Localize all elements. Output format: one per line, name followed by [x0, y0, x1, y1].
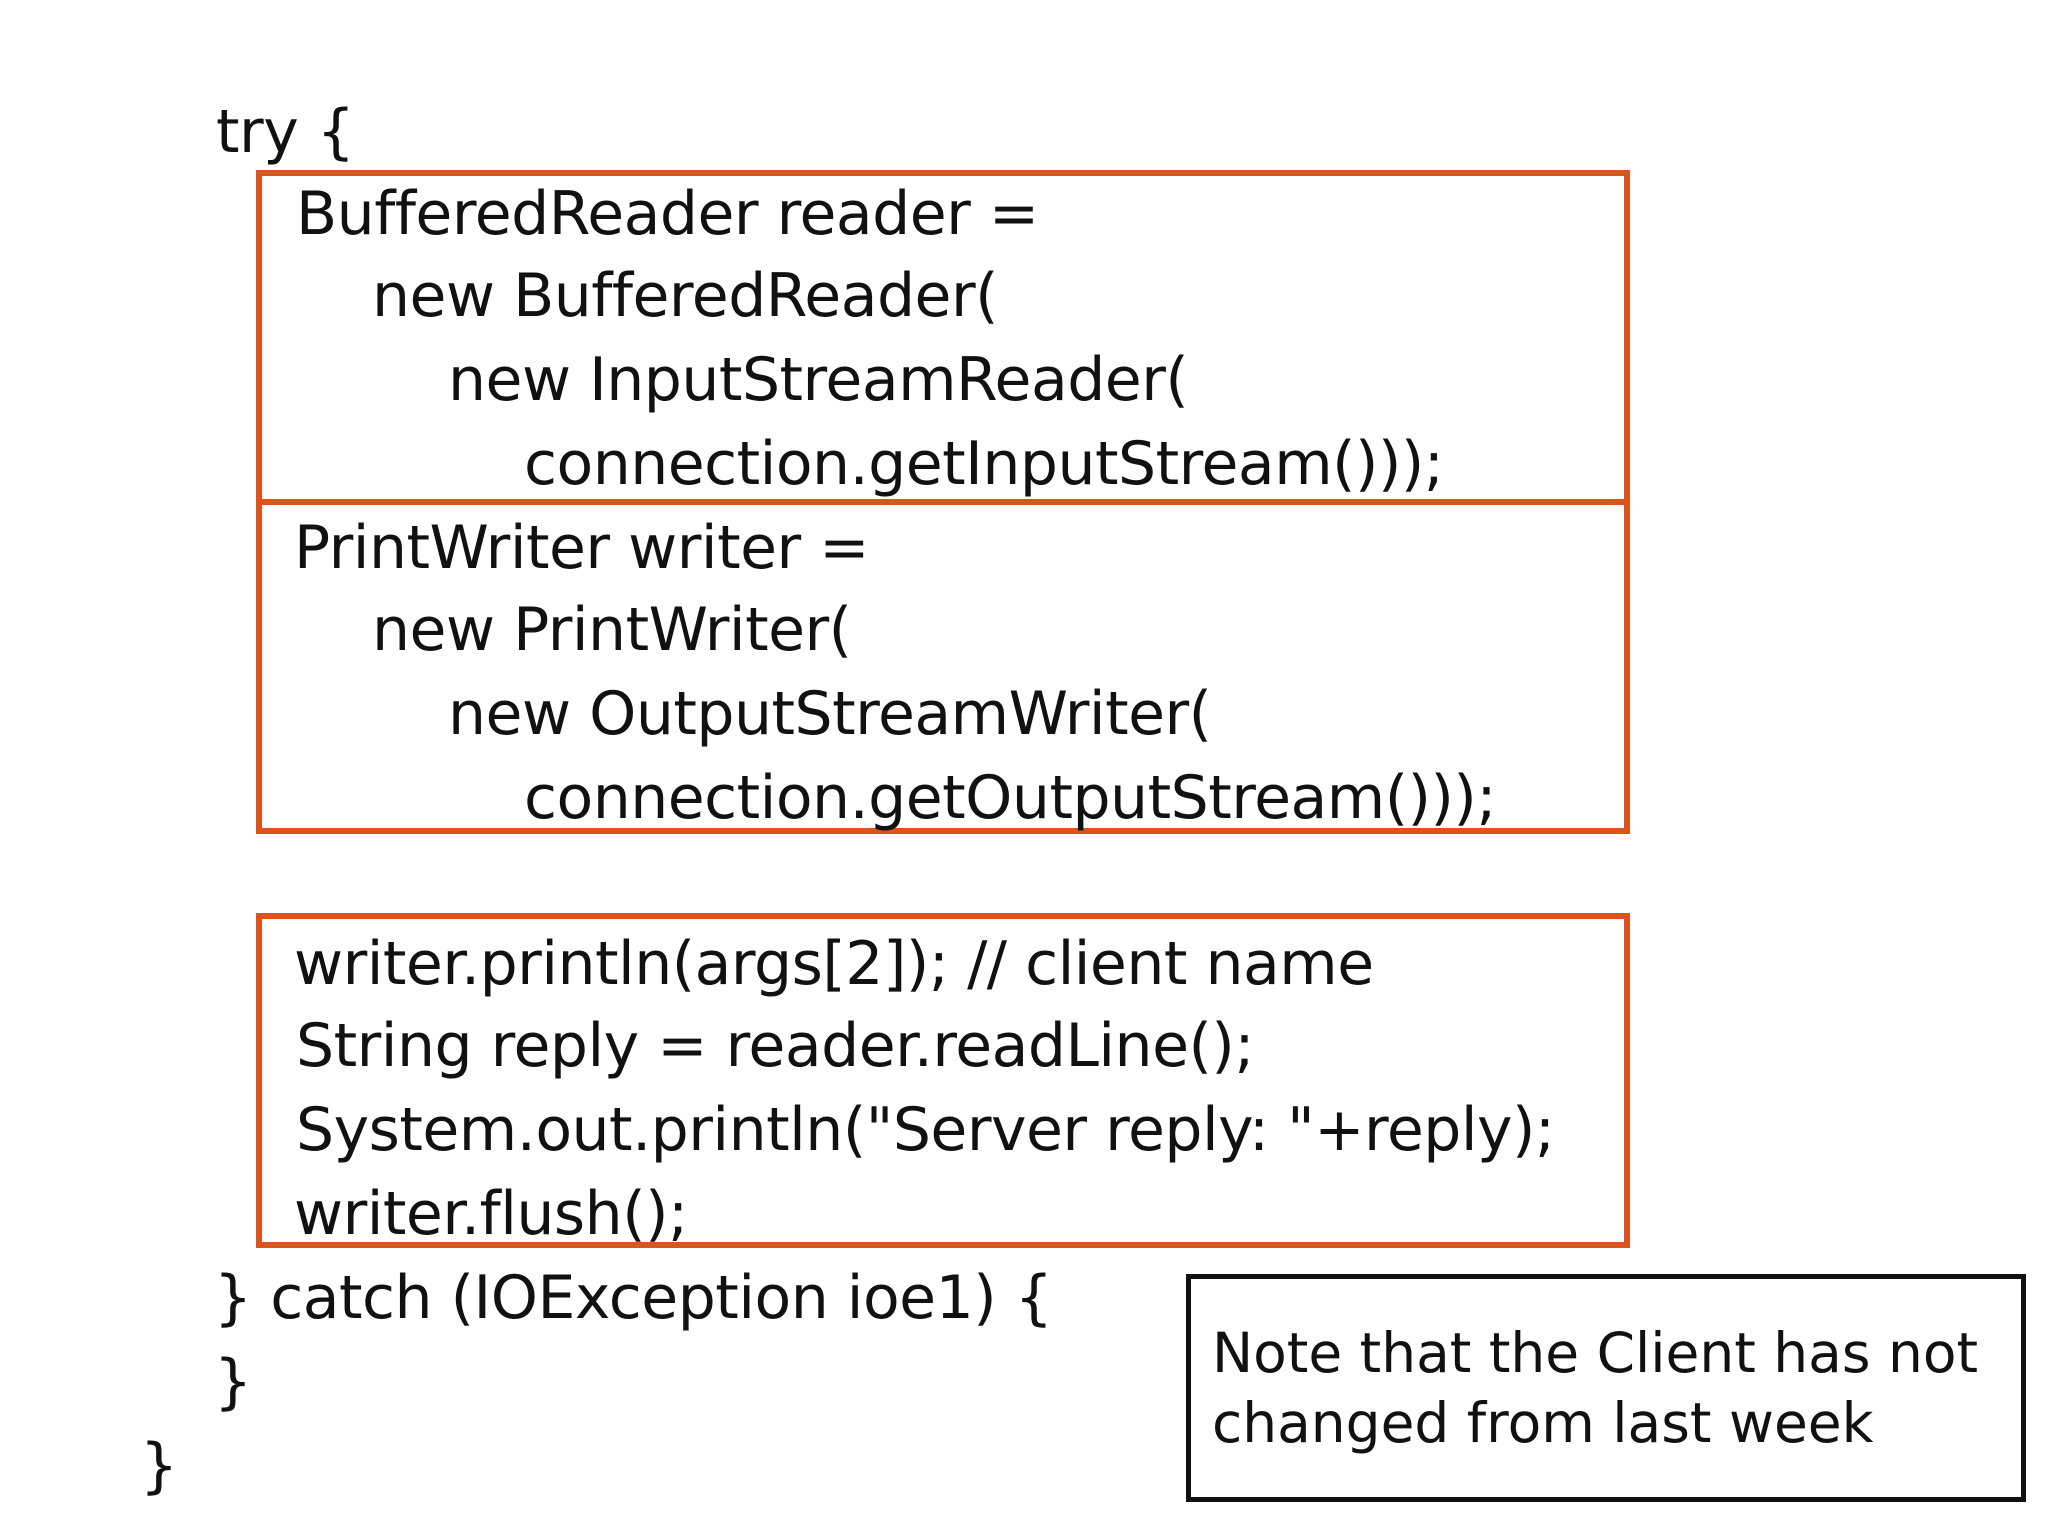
code-catch-line: } catch (IOException ioe1) {	[214, 1263, 1053, 1333]
code-writer-line-3: new OutputStreamWriter(	[448, 679, 1212, 749]
code-reader-line-1: BufferedReader reader =	[296, 179, 1039, 249]
note-line-1: Note that the Client has not	[1212, 1321, 1979, 1385]
writer-highlight-box	[256, 499, 1630, 834]
code-reader-line-2: new BufferedReader(	[372, 261, 999, 331]
code-io-line-3: System.out.println("Server reply: "+repl…	[296, 1095, 1555, 1165]
code-writer-line-4: connection.getOutputStream()));	[524, 763, 1497, 833]
code-reader-line-3: new InputStreamReader(	[448, 345, 1189, 415]
code-writer-line-1: PrintWriter writer =	[294, 513, 870, 583]
code-io-line-2: String reply = reader.readLine();	[296, 1011, 1255, 1081]
code-catch-close: }	[214, 1347, 252, 1417]
code-method-close: }	[140, 1431, 178, 1501]
code-io-line-1: writer.println(args[2]); // client name	[294, 929, 1374, 999]
code-reader-line-4: connection.getInputStream()));	[524, 429, 1444, 499]
note-box	[1186, 1274, 2026, 1502]
code-io-line-4: writer.flush();	[294, 1179, 688, 1249]
io-highlight-box	[256, 913, 1630, 1248]
code-writer-line-2: new PrintWriter(	[372, 595, 852, 665]
note-line-2: changed from last week	[1212, 1391, 1874, 1455]
code-try-open: try {	[216, 97, 355, 167]
